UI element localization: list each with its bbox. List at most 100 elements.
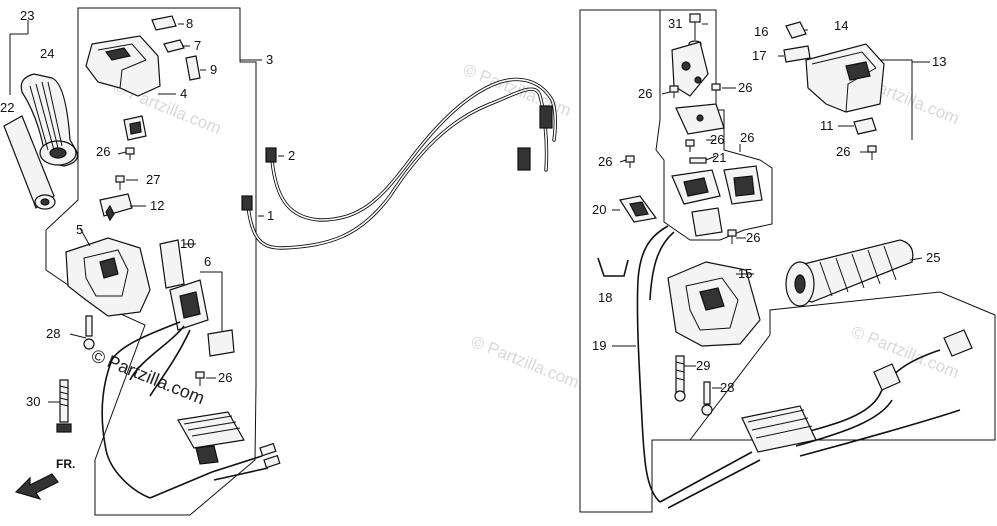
watermark-copyright: © [469, 332, 488, 354]
watermarks: © Partzilla.com © Partzilla.com © Partzi… [89, 60, 962, 408]
callout-26-right-6: 26 [746, 230, 760, 245]
callout-13: 13 [932, 54, 946, 69]
watermark-copyright: © [461, 60, 480, 82]
decal-17 [783, 45, 811, 63]
callout-7: 7 [194, 38, 201, 53]
middle-plate [675, 103, 725, 135]
callout-20: 20 [592, 202, 606, 217]
bracket-13 [880, 59, 913, 140]
decal-9 [185, 55, 201, 81]
callout-17: 17 [752, 48, 766, 63]
right-small-parts-box [655, 9, 773, 241]
screw-26-upper-right [711, 83, 721, 98]
screw-26-right-mid [727, 229, 737, 244]
right-lower-housing-15 [667, 261, 761, 347]
left-assembly-outline [45, 7, 257, 516]
callout-5: 5 [76, 222, 83, 237]
right-assembly-outline [579, 10, 996, 513]
right-upper-housing-14 [805, 43, 885, 113]
screw-28-left [83, 315, 95, 350]
right-switch-body [671, 165, 763, 237]
callout-30: 30 [26, 394, 40, 409]
bolt-30 [56, 379, 72, 433]
callout-2: 2 [288, 148, 295, 163]
callout-18: 18 [598, 290, 612, 305]
callout-26-left-lower: 26 [218, 370, 232, 385]
throttle-cables [241, 77, 558, 250]
callout-labels: 1 2 3 4 5 6 7 8 9 10 11 12 13 14 15 16 1… [0, 8, 946, 409]
screw-26-far-left [625, 155, 635, 168]
bracket-6 [200, 271, 223, 340]
screw-26-upper-left [669, 85, 679, 98]
callout-9: 9 [210, 62, 217, 77]
callout-19: 19 [592, 338, 606, 353]
screw-26-lower-left [195, 371, 205, 386]
watermark-text: Partzilla.com [485, 338, 582, 392]
callout-15: 15 [738, 266, 752, 281]
right-grip-25 [785, 239, 914, 307]
callout-23: 23 [20, 8, 34, 23]
callout-22: 22 [0, 100, 14, 115]
callout-8: 8 [186, 16, 193, 31]
callout-28-left: 28 [46, 326, 60, 341]
callout-21: 21 [712, 150, 726, 165]
cable-adjuster-lower [517, 147, 531, 171]
callout-26-right-2: 26 [738, 80, 752, 95]
callout-31: 31 [668, 16, 682, 31]
watermark-copyright: © [849, 322, 868, 344]
callout-3: 3 [266, 52, 273, 67]
left-connector [177, 411, 245, 465]
callout-4: 4 [180, 86, 187, 101]
callout-27: 27 [146, 172, 160, 187]
callout-26-right-5: 26 [598, 154, 612, 169]
left-wire-harness [101, 321, 281, 499]
switch-assembly-6 [169, 279, 235, 357]
right-wire-harness [659, 329, 973, 509]
wire-19 [636, 225, 675, 503]
callout-28-right: 28 [720, 380, 734, 395]
clamp-11 [853, 117, 877, 135]
callout-11: 11 [820, 118, 834, 133]
screw-26-mid [685, 139, 695, 152]
decal-8 [151, 15, 177, 31]
left-lower-housing-5 [65, 237, 151, 317]
left-upper-housing-4 [85, 35, 161, 97]
bracket-23 [10, 20, 29, 35]
callout-14: 14 [834, 18, 848, 33]
callout-12: 12 [150, 198, 164, 213]
switch-12 [99, 193, 133, 222]
upper-bracket [671, 41, 709, 97]
leader-lines [48, 23, 930, 403]
screw-29 [674, 355, 686, 402]
decal-16 [785, 21, 807, 39]
cable-end-1 [241, 195, 253, 211]
callout-10: 10 [180, 236, 194, 251]
screw-27 [115, 175, 125, 190]
right-connector [741, 405, 817, 453]
watermark-text-dark: Partzilla.com [105, 351, 208, 408]
screw-26-left [125, 147, 135, 160]
clip-18 [597, 257, 629, 277]
clamp-20 [619, 195, 658, 223]
callout-29: 29 [696, 358, 710, 373]
callout-26-right-4: 26 [740, 130, 754, 145]
callout-26-right-1: 26 [638, 86, 652, 101]
callout-1: 1 [267, 208, 274, 223]
left-grip-tube-22 [3, 115, 56, 210]
callout-16: 16 [754, 24, 768, 39]
callout-26-right-3: 26 [710, 132, 724, 147]
front-direction-arrow: FR. [14, 457, 75, 501]
screw-26-far-right [867, 145, 877, 160]
callout-6: 6 [204, 254, 211, 269]
callout-26-left-upper: 26 [96, 144, 110, 159]
gasket-10 [159, 239, 185, 289]
callout-24: 24 [40, 46, 54, 61]
callout-26-right-7: 26 [836, 144, 850, 159]
watermark-text: Partzilla.com [477, 66, 574, 120]
screw-21 [689, 157, 707, 164]
cable-end-2 [265, 147, 277, 163]
front-direction-label: FR. [56, 457, 75, 471]
callout-25: 25 [926, 250, 940, 265]
left-grip-24 [20, 73, 79, 167]
